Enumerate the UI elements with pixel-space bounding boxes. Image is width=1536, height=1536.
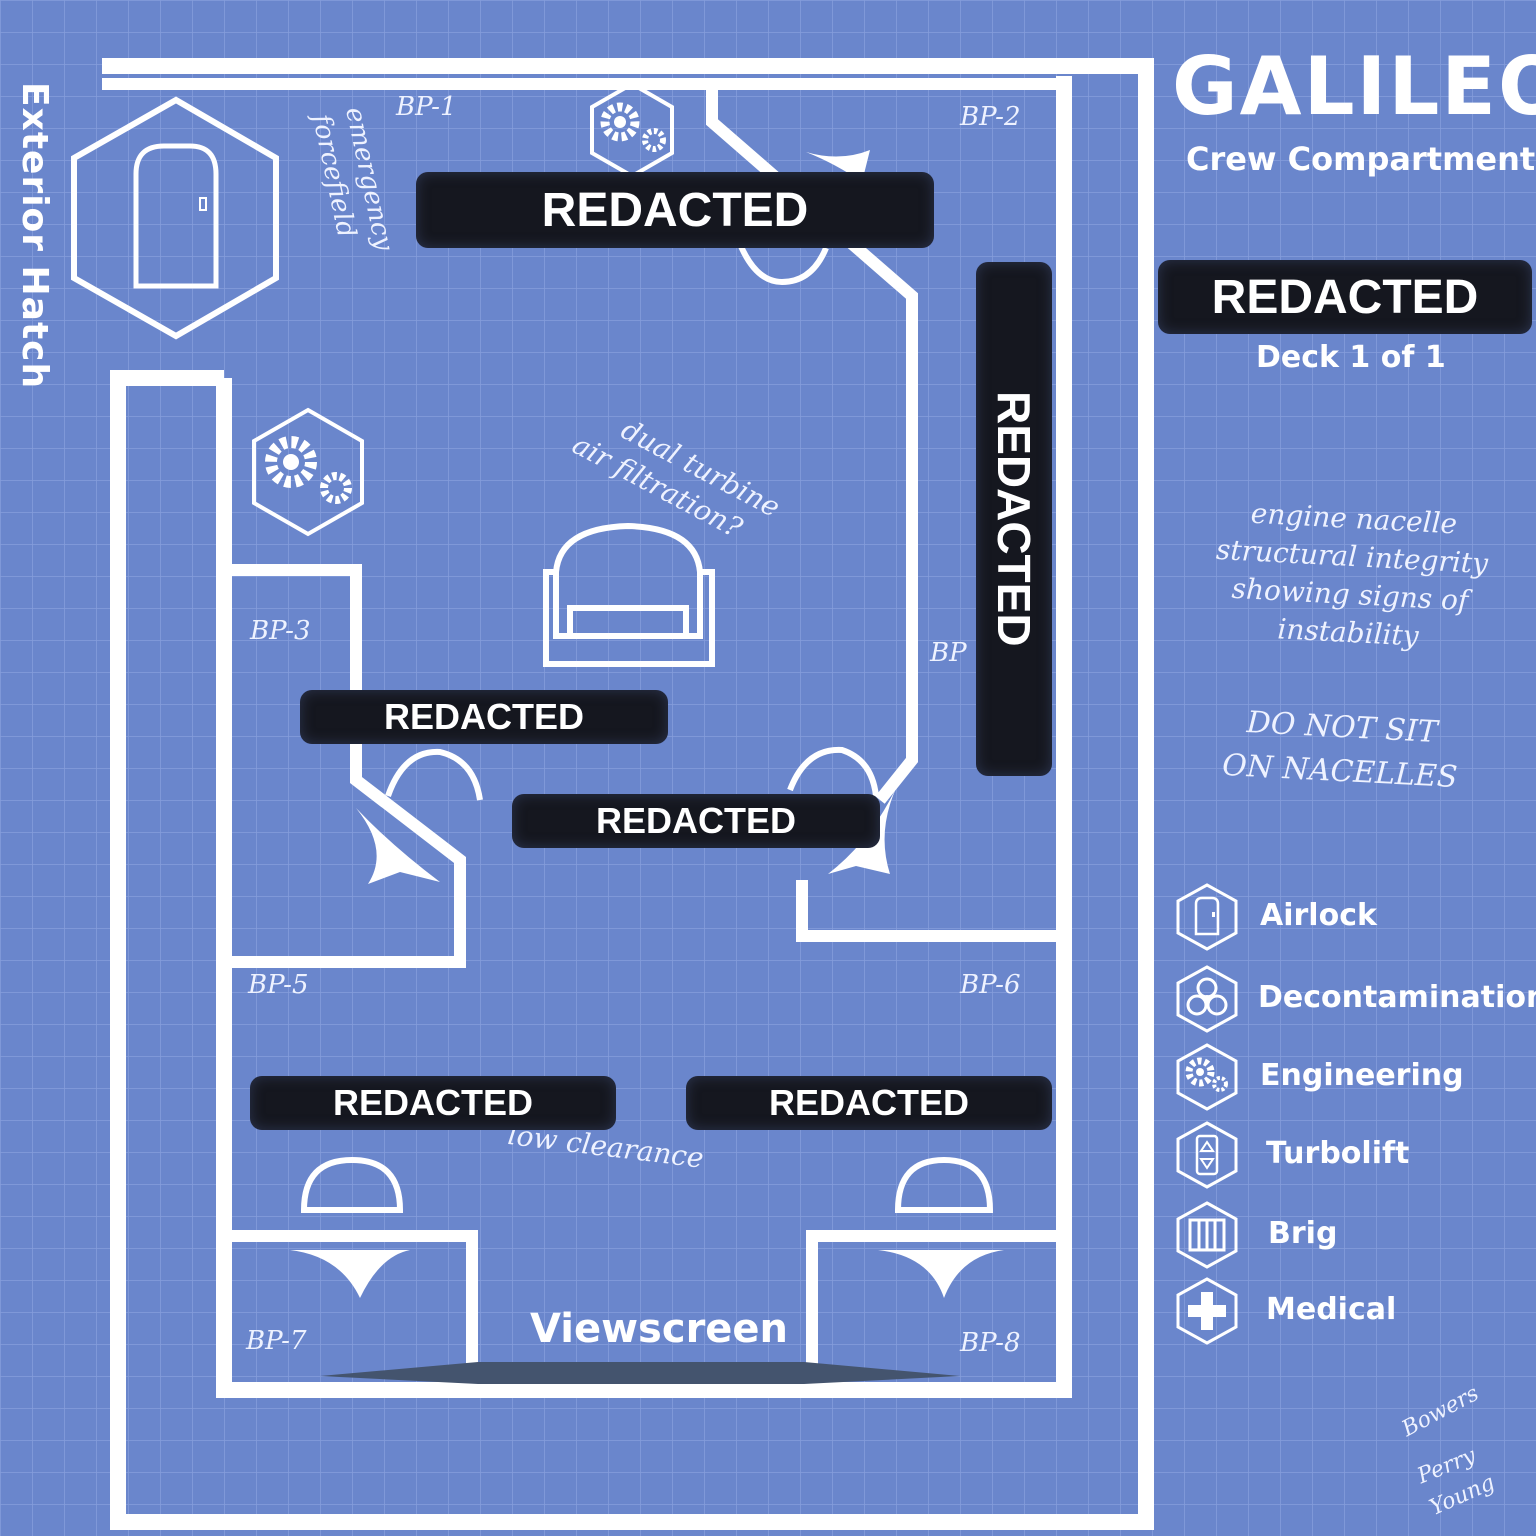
redaction-bar-mid-center: REDACTED — [512, 794, 880, 848]
door-swing — [356, 808, 440, 884]
legend-label: Turbolift — [1266, 1136, 1410, 1171]
room-label-bp4: BP — [930, 638, 967, 668]
medical-cross-icon — [1176, 1277, 1238, 1345]
door-swing — [290, 1250, 410, 1298]
bp8-room-wall — [806, 1230, 1058, 1390]
room-label-bp3: BP-3 — [250, 616, 311, 646]
exterior-hatch-label: Exterior Hatch — [14, 82, 55, 390]
legend-item-brig: Brig — [1172, 1200, 1532, 1270]
room-label-bp5: BP-5 — [248, 970, 309, 1000]
seat — [737, 242, 829, 286]
legend-item-engineering: Engineering — [1172, 1042, 1532, 1112]
bp2-room-wall — [706, 84, 918, 804]
seat — [300, 1156, 404, 1213]
room-label-bp2: BP-2 — [960, 102, 1021, 132]
room-label-bp1: BP-1 — [396, 92, 457, 122]
redaction-bar-lower-left: REDACTED — [250, 1076, 616, 1130]
inner-hull-wall — [216, 76, 1072, 1398]
page-subtitle: Crew Compartment — [1186, 140, 1536, 178]
door-swing — [878, 1250, 1004, 1298]
room-label-bp7: BP-7 — [246, 1326, 307, 1356]
deck-label: Deck 1 of 1 — [1256, 340, 1446, 375]
seats — [300, 242, 994, 1213]
redaction-bar-vertical: REDACTED — [976, 262, 1052, 776]
seat — [385, 748, 483, 801]
legend-label: Decontamination — [1258, 980, 1536, 1015]
legend-label: Engineering — [1260, 1058, 1464, 1093]
note-engine-nacelle: engine nacelle structural integrity show… — [1172, 491, 1529, 661]
turbolift-arrows-icon — [1176, 1121, 1238, 1189]
legend-item-decontamination: Decontamination — [1172, 964, 1536, 1034]
seat — [787, 746, 879, 797]
command-chair — [543, 522, 715, 667]
redaction-bar-top: REDACTED — [416, 172, 934, 248]
legend-label: Medical — [1266, 1292, 1397, 1327]
legend-item-turbolift: Turbolift — [1172, 1120, 1532, 1190]
redaction-bar-lower-right: REDACTED — [686, 1076, 1052, 1130]
bp4-room-wall — [796, 880, 1058, 942]
outer-hull-wall — [102, 58, 1154, 1530]
airlock-door-icon — [1176, 883, 1238, 951]
door-swing — [828, 784, 898, 874]
bp7-room-wall — [232, 1230, 478, 1390]
bp3-room-wall — [232, 564, 466, 968]
gears-icon — [1176, 1043, 1238, 1111]
seat — [894, 1156, 994, 1213]
biohazard-icon — [1176, 965, 1238, 1033]
brig-bars-icon — [1176, 1201, 1238, 1269]
viewscreen-label: Viewscreen — [530, 1306, 789, 1352]
legend-item-airlock: Airlock — [1172, 882, 1532, 952]
hull-walls — [102, 58, 1154, 1530]
interior-walls — [226, 84, 1058, 1390]
room-label-bp8: BP-8 — [960, 1328, 1021, 1358]
engineering-gears-icon — [252, 407, 364, 537]
exterior-hatch-airlock-icon — [71, 96, 279, 340]
redaction-bar-mid-left: REDACTED — [300, 690, 668, 744]
legend-label: Airlock — [1260, 898, 1377, 933]
page-title: GALILEO — [1172, 40, 1536, 133]
viewscreen-panel — [320, 1362, 960, 1384]
legend-label: Brig — [1268, 1216, 1338, 1251]
redaction-bar-header: REDACTED — [1158, 260, 1532, 334]
room-label-bp6: BP-6 — [960, 970, 1021, 1000]
note-warning-nacelles: DO NOT SIT ON NACELLES — [1194, 698, 1488, 801]
legend-item-medical: Medical — [1172, 1276, 1532, 1346]
